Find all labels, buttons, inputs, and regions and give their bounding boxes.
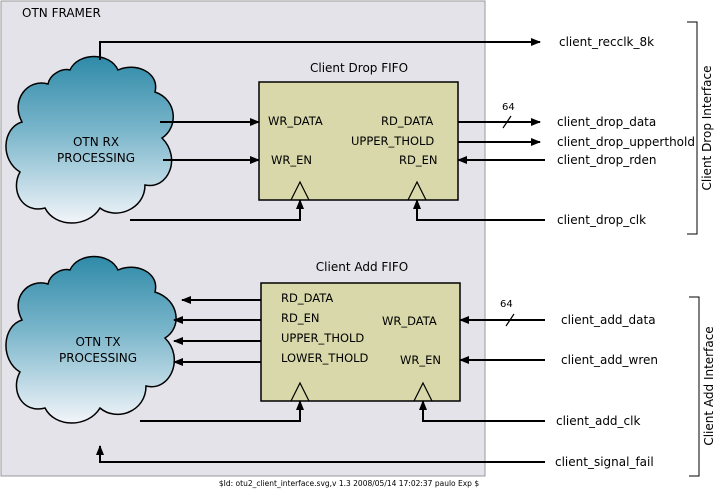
signal-add-clk: client_add_clk: [556, 414, 640, 428]
drop-pin-rd-en: RD_EN: [399, 153, 437, 167]
drop-data-bus-slash: [502, 115, 512, 129]
tx-clk-wire: [140, 400, 304, 422]
add-pin-rd-data: RD_DATA: [281, 291, 333, 305]
drop-clk-wire: [413, 199, 545, 221]
add-pin-rd-en: RD_EN: [281, 311, 319, 325]
tx-cloud-line1: OTN TX: [75, 335, 120, 349]
add-interface-bracket: [689, 296, 700, 477]
drop-pin-wr-en: WR_EN: [271, 153, 312, 167]
drop-fifo-box: [258, 81, 459, 201]
add-data-bus-slash: [505, 313, 515, 327]
rx-processing-cloud: OTN RX PROCESSING: [5, 55, 174, 224]
add-fifo-title: Client Add FIFO: [316, 260, 408, 274]
add-fifo-box: [260, 282, 461, 402]
tx-cloud-line2: PROCESSING: [59, 351, 137, 365]
drop-pin-rd-data: RD_DATA: [381, 114, 433, 128]
signal-recclk: client_recclk_8k: [559, 35, 654, 49]
rx-clk-wire: [130, 199, 304, 221]
add-pin-wr-data: WR_DATA: [382, 314, 437, 328]
drop-clk-triangle-right: [407, 180, 427, 201]
framer-title: OTN FRAMER: [22, 6, 101, 20]
recclk-wire: [99, 38, 541, 60]
signal-signal-fail: client_signal_fail: [555, 455, 654, 469]
drop-pin-wr-data: WR_DATA: [268, 114, 323, 128]
add-pin-lower-thold: LOWER_THOLD: [281, 351, 369, 365]
add-clk-triangle-right: [413, 381, 433, 402]
signal-fail-wire: [96, 445, 545, 463]
add-clk-triangle-left: [290, 381, 310, 402]
signal-add-data: client_add_data: [561, 313, 656, 327]
signal-drop-rden: client_drop_rden: [557, 153, 657, 167]
add-clk-wire: [419, 400, 545, 422]
signal-drop-clk: client_drop_clk: [557, 213, 646, 227]
drop-clk-triangle-left: [290, 180, 310, 201]
drop-interface-label: Client Drop Interface: [700, 66, 714, 191]
signal-drop-upperthold: client_drop_upperthold: [557, 135, 695, 149]
rx-cloud-line1: OTN RX: [73, 135, 119, 149]
drop-data-bus-width: 64: [502, 102, 515, 113]
drop-pin-upper-thold: UPPER_THOLD: [351, 134, 434, 148]
footer-id: $Id: otu2_client_interface.svg,v 1.3 200…: [219, 479, 479, 488]
add-pin-upper-thold: UPPER_THOLD: [281, 331, 364, 345]
add-data-bus-width: 64: [500, 299, 513, 310]
tx-processing-cloud: OTN TX PROCESSING: [5, 255, 177, 424]
drop-fifo-title: Client Drop FIFO: [310, 61, 408, 75]
drop-interface-bracket: [687, 21, 698, 235]
signal-add-wren: client_add_wren: [561, 353, 658, 367]
add-interface-label: Client Add Interface: [702, 326, 716, 445]
add-pin-wr-en: WR_EN: [400, 353, 441, 367]
signal-drop-data: client_drop_data: [557, 115, 656, 129]
rx-cloud-line2: PROCESSING: [57, 151, 135, 165]
